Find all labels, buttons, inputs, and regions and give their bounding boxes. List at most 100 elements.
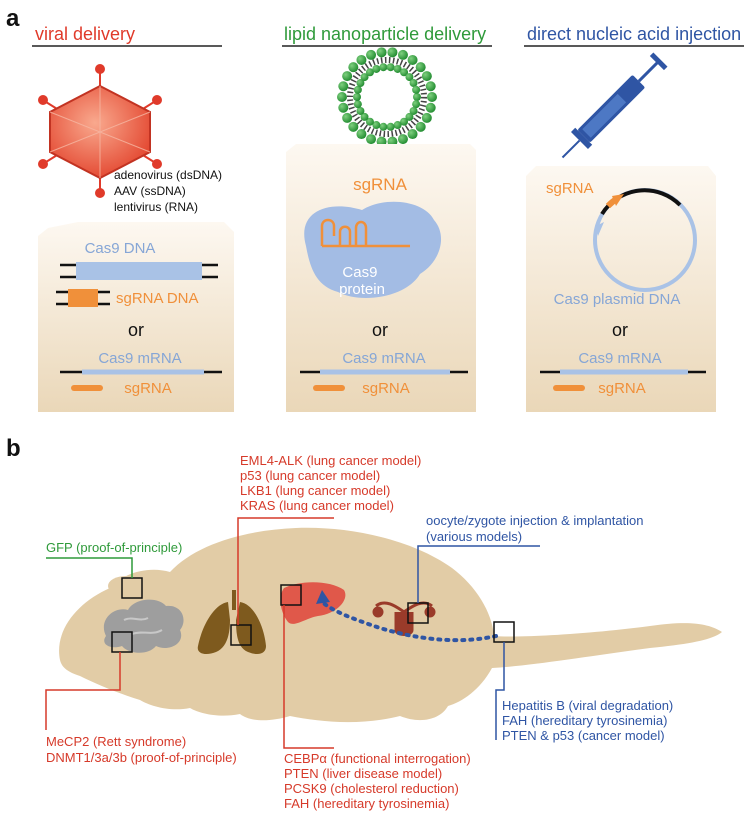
panel-b-letter: b bbox=[6, 435, 21, 462]
brain-box bbox=[111, 631, 133, 653]
lipid-outer-bead bbox=[415, 121, 426, 132]
viral-or: or bbox=[128, 320, 144, 340]
oocyte-label: oocyte/zygote injection & implantation (… bbox=[426, 513, 647, 544]
lipid-outer-bead bbox=[338, 81, 349, 92]
viral-delivery-column: viral delivery adenovirus (dsDNA) AAV (s… bbox=[32, 24, 234, 412]
lipid-outer-bead bbox=[338, 102, 349, 113]
viral-title: viral delivery bbox=[35, 24, 135, 44]
direct-mrna-strand bbox=[540, 369, 706, 391]
lipid-inner-bead bbox=[393, 121, 402, 130]
lipid-outer-bead bbox=[387, 47, 398, 58]
lipid-outer-bead bbox=[427, 92, 437, 102]
direct-title: direct nucleic acid injection bbox=[527, 24, 741, 44]
plasmid-label: Cas9 plasmid DNA bbox=[554, 291, 681, 308]
liver-box bbox=[280, 584, 302, 606]
lipid-inner-bead bbox=[393, 64, 402, 73]
syringe-icon bbox=[561, 52, 668, 159]
lipid-inner-bead bbox=[353, 93, 361, 101]
lipid-inner-bead bbox=[386, 63, 395, 72]
liver-leader bbox=[283, 605, 334, 749]
lipid-outer-bead bbox=[421, 71, 432, 82]
lipid-outer-bead bbox=[356, 54, 367, 65]
cas9-dna-label: Cas9 DNA bbox=[85, 240, 156, 257]
lipid-cas9-mrna-label: Cas9 mRNA bbox=[342, 350, 425, 367]
lung-box bbox=[230, 624, 252, 646]
lipid-outer-bead bbox=[397, 134, 408, 145]
virus-icon bbox=[38, 64, 162, 198]
vector-adenovirus: adenovirus (dsDNA) bbox=[114, 168, 222, 182]
brain-icon bbox=[103, 599, 184, 653]
lipid-outer-bead bbox=[407, 129, 418, 140]
lipid-outer-bead bbox=[337, 92, 347, 102]
plasmid-icon bbox=[593, 188, 697, 292]
lipid-inner-bead bbox=[372, 64, 381, 73]
brain-models-list: MeCP2 (Rett syndrome) DNMT1/3a/3b (proof… bbox=[46, 734, 237, 765]
lipid-inner-bead bbox=[405, 112, 414, 121]
lipid-outer-bead bbox=[342, 71, 353, 82]
tail-vein-arrow bbox=[318, 598, 498, 643]
lipid-inner-bead bbox=[353, 100, 362, 109]
direct-sgrna-label: sgRNA bbox=[546, 180, 594, 197]
panel-a-letter: a bbox=[6, 5, 20, 32]
lipid-or: or bbox=[372, 320, 388, 340]
lipid-inner-bead bbox=[409, 79, 418, 88]
sgrna-dna-strand bbox=[56, 289, 110, 307]
lipid-outer-bead bbox=[356, 129, 367, 140]
lipid-inner-bead bbox=[356, 79, 365, 88]
sgrna-dna-label: sgRNA DNA bbox=[116, 290, 199, 307]
mouse-silhouette bbox=[59, 527, 722, 723]
lipid-outer-bead bbox=[348, 121, 359, 132]
viral-sgrna-label: sgRNA bbox=[124, 380, 172, 397]
lipid-inner-bead bbox=[400, 68, 409, 77]
vector-aav: AAV (ssDNA) bbox=[114, 184, 186, 198]
direct-or: or bbox=[612, 320, 628, 340]
lung-leader bbox=[237, 517, 334, 625]
lipid-title: lipid nanoparticle delivery bbox=[284, 24, 486, 44]
lipid-inner-bead bbox=[379, 122, 388, 131]
lipid-inner-bead bbox=[365, 117, 374, 126]
lipid-inner-bead bbox=[412, 100, 421, 109]
lipid-inner-bead bbox=[365, 68, 374, 77]
lipid-inner-bead bbox=[379, 63, 388, 72]
direct-sgrna-label-2: sgRNA bbox=[598, 380, 646, 397]
lipid-inner-bead bbox=[353, 85, 362, 94]
gfp-label: GFP (proof-of-principle) bbox=[46, 540, 182, 555]
lipid-inner-bead bbox=[360, 73, 369, 82]
lipid-inner-bead bbox=[356, 106, 365, 115]
tail-vein-arrowhead bbox=[316, 590, 330, 604]
vector-list: adenovirus (dsDNA) AAV (ssDNA) lentiviru… bbox=[114, 168, 225, 214]
gfp-leader bbox=[46, 557, 133, 578]
lipid-inner-bead bbox=[400, 117, 409, 126]
oocyte-leader bbox=[417, 545, 540, 603]
lipid-outer-bead bbox=[348, 62, 359, 73]
uterus-icon bbox=[372, 601, 436, 636]
lipid-inner-bead bbox=[386, 122, 395, 131]
tail-leader bbox=[495, 642, 505, 740]
lipid-inner-bead bbox=[405, 73, 414, 82]
liver-icon bbox=[280, 582, 346, 624]
lipid-inner-bead bbox=[413, 93, 421, 101]
lipid-outer-bead bbox=[342, 112, 353, 123]
lipid-inner-bead bbox=[372, 121, 381, 130]
lipid-sgrna-label-2: sgRNA bbox=[362, 380, 410, 397]
cas9-protein-label: Cas9 protein bbox=[339, 264, 385, 298]
lipid-outer-bead bbox=[397, 49, 408, 60]
lung-models-list: EML4-ALK (lung cancer model) p53 (lung c… bbox=[240, 453, 425, 513]
direct-cas9-mrna-label: Cas9 mRNA bbox=[578, 350, 661, 367]
lipid-outer-bead bbox=[425, 102, 436, 113]
lipid-outer-bead bbox=[366, 49, 377, 60]
lipid-inner-bead bbox=[360, 112, 369, 121]
lipid-nanoparticle-icon bbox=[337, 47, 437, 147]
direct-cargo-panel bbox=[526, 166, 716, 412]
vector-lentivirus: lentivirus (RNA) bbox=[114, 200, 198, 214]
sgrna-hairpin bbox=[320, 218, 410, 248]
lipid-inner-bead bbox=[412, 85, 421, 94]
lipid-outer-bead bbox=[415, 62, 426, 73]
lipid-outer-bead bbox=[376, 47, 387, 58]
lipid-outer-bead bbox=[407, 54, 418, 65]
lipid-delivery-column: lipid nanoparticle delivery sgRNA Cas9 p… bbox=[282, 24, 492, 412]
lipid-outer-bead bbox=[366, 134, 377, 145]
viral-mrna-strand bbox=[60, 369, 222, 391]
lipid-inner-bead bbox=[409, 106, 418, 115]
